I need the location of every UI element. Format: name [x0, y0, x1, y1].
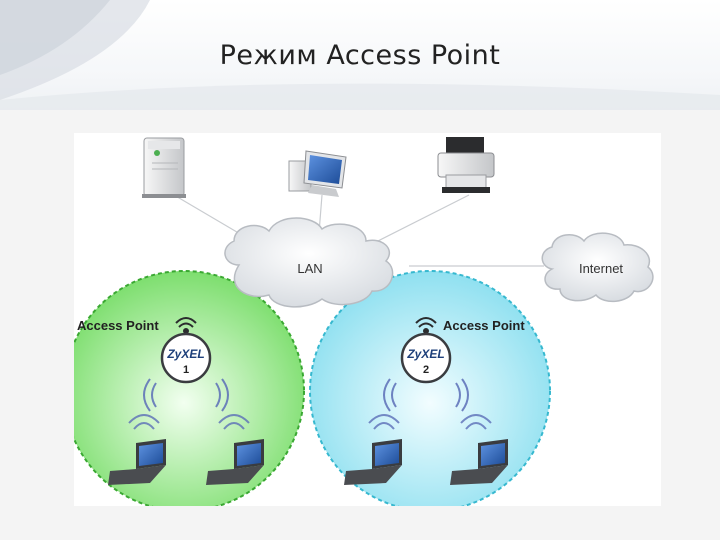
access-point-1: Access Point ZyXEL 1 [77, 317, 229, 412]
laptop-icon [450, 439, 508, 485]
signal-waves [143, 378, 229, 412]
header-decoration [0, 0, 720, 110]
server-icon [142, 137, 186, 198]
network-diagram: LAN Internet Access Point ZyXEL 1 [74, 133, 661, 506]
laptop-icon [344, 439, 402, 485]
laptop-icon [108, 439, 166, 485]
zone-access-point-2 [309, 270, 551, 506]
printer-icon [437, 137, 495, 193]
laptop-icon [206, 439, 264, 485]
signal-waves [383, 378, 469, 412]
access-point-2: Access Point ZyXEL 2 [383, 317, 525, 412]
desktop-computer-icon [288, 150, 347, 197]
wifi-icon [175, 317, 197, 334]
access-point-2-number: 2 [423, 364, 429, 376]
internet-label: Internet [579, 261, 623, 276]
connection-lines [173, 194, 544, 267]
laptop-signal-waves [128, 414, 492, 430]
slide-header: Режим Access Point [0, 0, 720, 110]
access-point-2-brand: ZyXEL [406, 347, 444, 361]
access-point-2-label: Access Point [443, 318, 525, 333]
zone-access-point-1 [74, 270, 305, 506]
access-point-1-number: 1 [183, 364, 189, 376]
slide-title: Режим Access Point [219, 40, 501, 71]
lan-label: LAN [297, 261, 322, 276]
access-point-1-brand: ZyXEL [166, 347, 204, 361]
internet-cloud: Internet [541, 232, 654, 303]
access-point-1-label: Access Point [77, 318, 159, 333]
lan-cloud: LAN [224, 217, 394, 308]
